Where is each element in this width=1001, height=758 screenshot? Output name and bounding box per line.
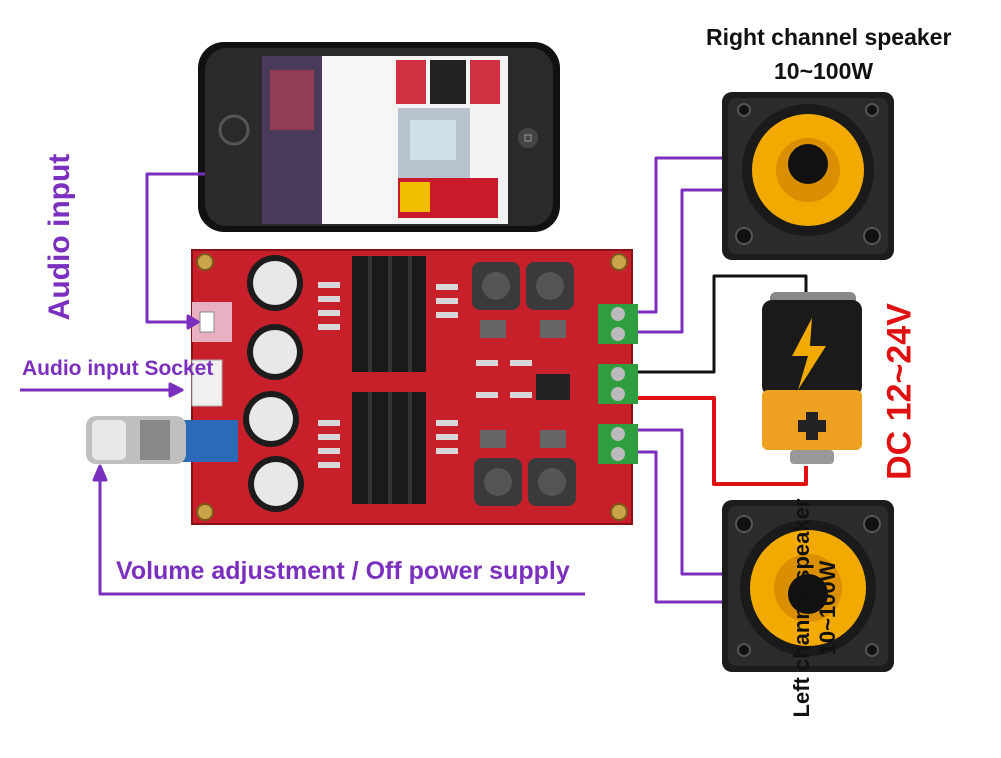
smartphone-icon xyxy=(198,42,560,232)
right-speaker-wire-1 xyxy=(638,156,722,314)
wiring-diagram: Right channel speaker 10~100W Audio inpu… xyxy=(20,24,952,717)
right-speaker-icon xyxy=(722,92,894,260)
amplifier-board xyxy=(86,249,638,525)
left-speaker-power: 10~100W xyxy=(815,560,840,656)
audio-input-socket-label: Audio input Socket xyxy=(22,357,214,380)
volume-label: Volume adjustment / Off power supply xyxy=(116,557,570,585)
left-speaker-icon xyxy=(722,500,894,672)
left-speaker-label: Left channel speaker 10~100W xyxy=(789,458,841,758)
battery-icon xyxy=(762,292,862,464)
left-speaker-wire-1 xyxy=(638,428,722,576)
lightning-bolt-icon xyxy=(792,318,826,390)
red-power-wire xyxy=(638,396,808,486)
right-speaker-title: Right channel speaker xyxy=(706,24,952,50)
left-speaker-title: Left channel speaker xyxy=(789,498,814,718)
dc-supply-label: DC 12~24V xyxy=(880,303,919,480)
black-power-wire xyxy=(638,274,808,374)
right-speaker-wire-2 xyxy=(638,188,722,334)
audio-input-wire xyxy=(145,172,205,324)
volume-wire xyxy=(98,478,585,596)
audio-input-label: Audio input xyxy=(43,153,76,321)
left-speaker-wire-2 xyxy=(638,450,722,604)
right-speaker-power: 10~100W xyxy=(774,58,874,84)
